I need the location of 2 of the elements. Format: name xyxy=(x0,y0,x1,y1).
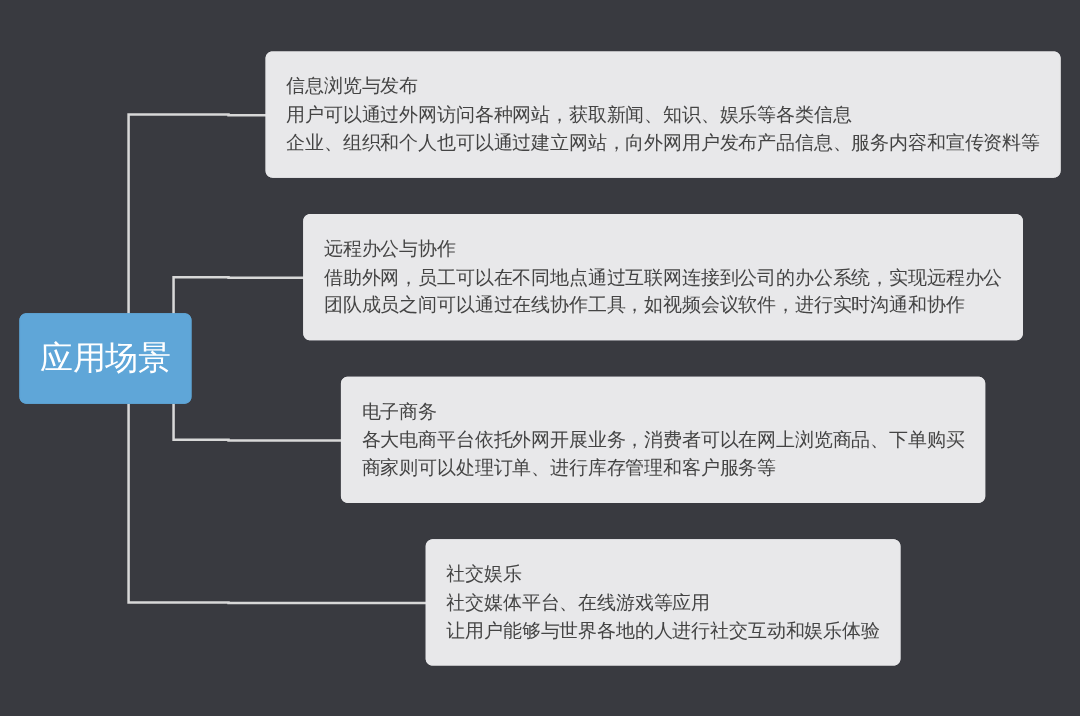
connector xyxy=(127,403,427,604)
connector xyxy=(127,112,267,315)
